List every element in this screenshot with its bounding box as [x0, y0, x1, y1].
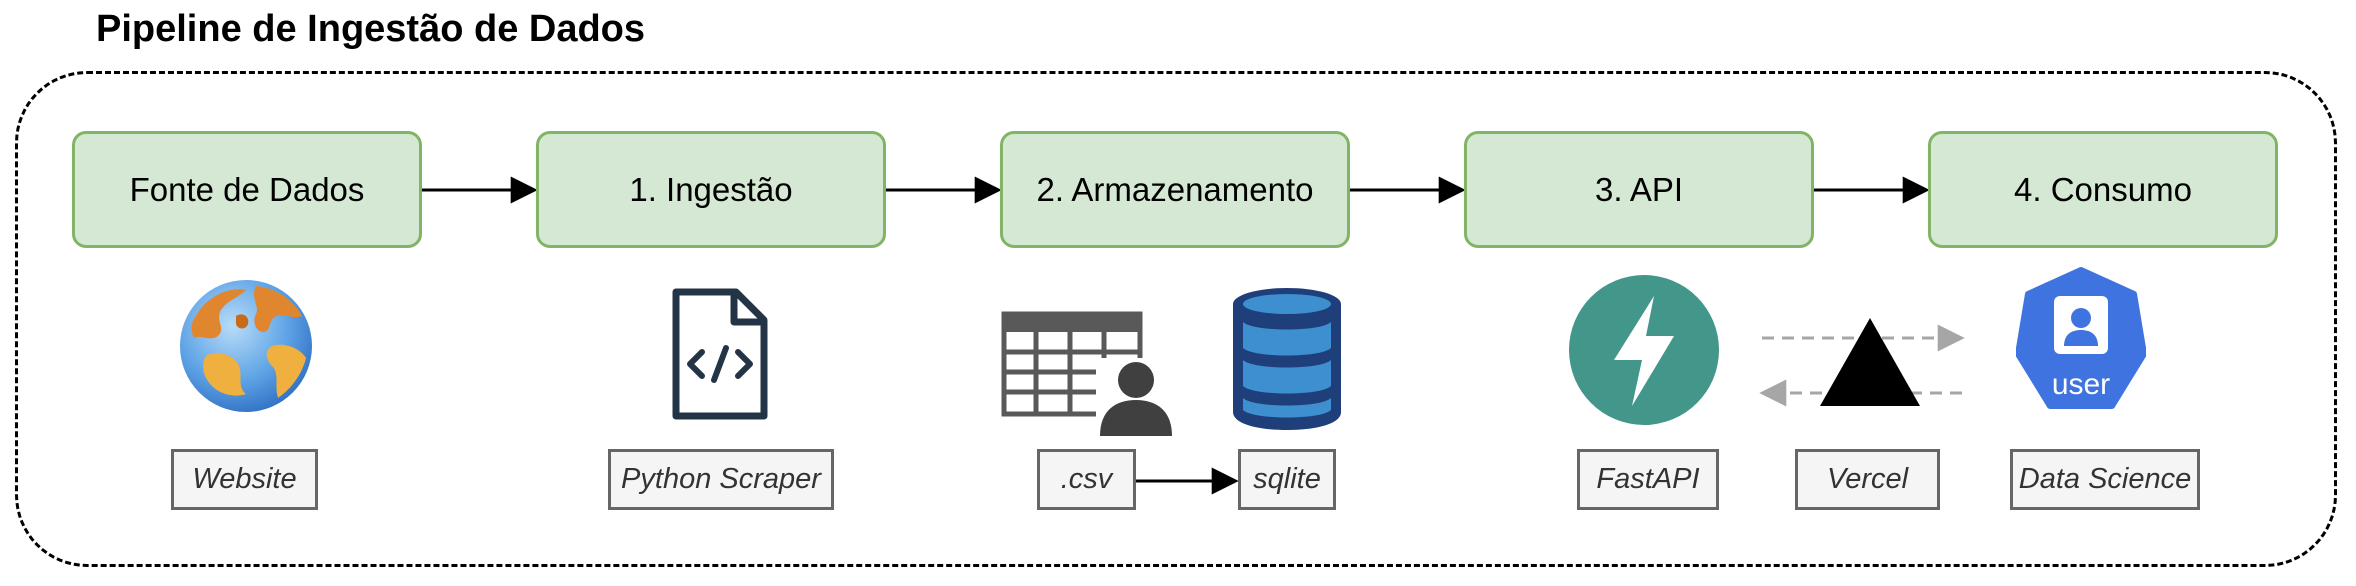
- stage-ingestion: 1. Ingestão: [536, 131, 886, 248]
- vercel-icon: [1820, 318, 1920, 406]
- user-badge-icon: user: [2016, 267, 2146, 409]
- label-website: Website: [171, 449, 318, 510]
- pipeline-frame: [15, 71, 2337, 567]
- database-icon: [1233, 288, 1341, 430]
- stage-data-source: Fonte de Dados: [72, 131, 422, 248]
- code-file-icon: [672, 288, 768, 420]
- spreadsheet-user-icon: [1001, 311, 1176, 438]
- stage-storage: 2. Armazenamento: [1000, 131, 1350, 248]
- label-vercel: Vercel: [1795, 449, 1940, 510]
- diagram-title: Pipeline de Ingestão de Dados: [96, 8, 646, 50]
- label-fastapi: FastAPI: [1577, 449, 1719, 510]
- user-badge-text: user: [2052, 368, 2110, 401]
- label-sqlite: sqlite: [1238, 449, 1336, 510]
- globe-icon: [180, 280, 312, 412]
- label-python-scraper: Python Scraper: [608, 449, 834, 510]
- label-data-science: Data Science: [2010, 449, 2200, 510]
- stage-consumption: 4. Consumo: [1928, 131, 2278, 248]
- stage-api: 3. API: [1464, 131, 1814, 248]
- label-csv: .csv: [1037, 449, 1136, 510]
- fastapi-icon: [1569, 275, 1719, 425]
